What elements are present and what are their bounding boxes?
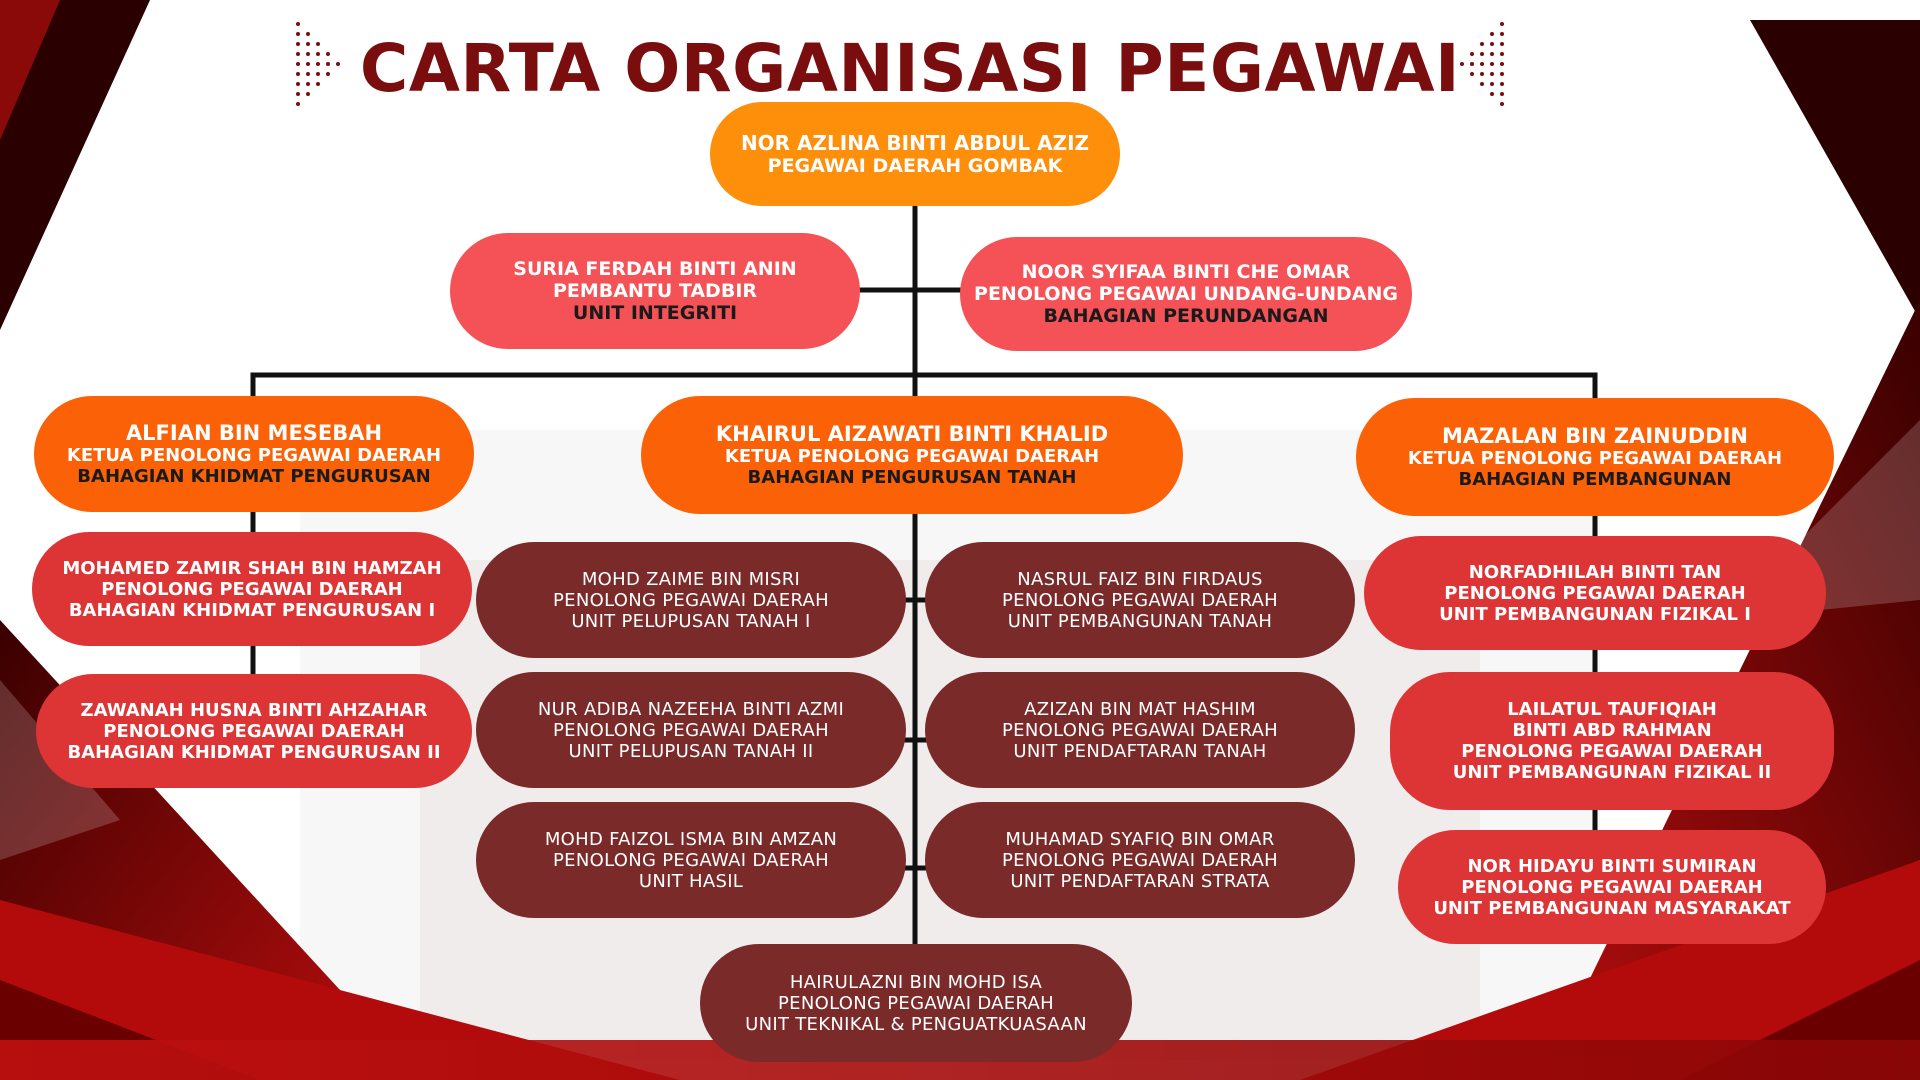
node-name: NUR ADIBA NAZEEHA BINTI AZMI (537, 698, 845, 720)
node-unit: UNIT PELUPUSAN TANAH I (571, 610, 811, 632)
node-unit: UNIT PENDAFTARAN TANAH (1013, 740, 1267, 762)
node-unit-integriti: SURIA FERDAH BINTI ANIN PEMBANTU TADBIR … (450, 233, 860, 349)
node-unit: UNIT PEMBANGUNAN TANAH (1007, 610, 1273, 632)
dots-arrow-right-icon (1460, 22, 1504, 106)
node-name: MOHD ZAIME BIN MISRI (581, 568, 801, 590)
dots-arrow-left-icon (296, 22, 340, 106)
node-name: MAZALAN BIN ZAINUDDIN (1441, 424, 1749, 448)
node-member-pembangunan-fizikal-2: LAILATUL TAUFIQIAH BINTI ABD RAHMAN PENO… (1390, 672, 1834, 810)
node-name: NOR HIDAYU BINTI SUMIRAN (1467, 855, 1757, 877)
node-role: PENOLONG PEGAWAI DAERAH (101, 578, 403, 600)
node-unit: BAHAGIAN PENGURUSAN TANAH (747, 467, 1077, 488)
node-role: KETUA PENOLONG PEGAWAI DAERAH (66, 445, 442, 466)
node-unit: UNIT PENDAFTARAN STRATA (1010, 870, 1270, 892)
node-unit: BAHAGIAN KHIDMAT PENGURUSAN II (67, 741, 441, 763)
node-member-teknikal-penguatkuasaan: HAIRULAZNI BIN MOHD ISA PENOLONG PEGAWAI… (700, 944, 1132, 1062)
node-role: PENOLONG PEGAWAI DAERAH (1002, 849, 1278, 871)
node-unit: UNIT HASIL (638, 870, 744, 892)
node-name: ZAWANAH HUSNA BINTI AHZAHAR (80, 699, 428, 721)
node-role: PENOLONG PEGAWAI DAERAH (1444, 582, 1746, 604)
node-name: NOOR SYIFAA BINTI CHE OMAR (1021, 261, 1351, 283)
node-role: PENOLONG PEGAWAI DAERAH (1002, 589, 1278, 611)
node-unit: UNIT PELUPUSAN TANAH II (568, 740, 814, 762)
node-unit: UNIT PEMBANGUNAN MASYARAKAT (1433, 897, 1791, 919)
node-role: KETUA PENOLONG PEGAWAI DAERAH (724, 446, 1100, 467)
node-name: NASRUL FAIZ BIN FIRDAUS (1017, 568, 1263, 590)
node-name: KHAIRUL AIZAWATI BINTI KHALID (715, 422, 1109, 446)
node-unit: UNIT TEKNIKAL & PENGUATKUASAAN (745, 1013, 1087, 1035)
node-name: SURIA FERDAH BINTI ANIN (513, 258, 797, 280)
node-name: ALFIAN BIN MESEBAH (125, 421, 383, 445)
node-role: PEGAWAI DAERAH GOMBAK (767, 155, 1063, 177)
node-role: PENOLONG PEGAWAI DAERAH (1461, 741, 1763, 762)
node-head-pembangunan: MAZALAN BIN ZAINUDDIN KETUA PENOLONG PEG… (1356, 398, 1834, 516)
node-role: PENOLONG PEGAWAI DAERAH (553, 589, 829, 611)
node-unit: UNIT PEMBANGUNAN FIZIKAL II (1452, 762, 1772, 783)
page-title: CARTA ORGANISASI PEGAWAI (359, 30, 1461, 107)
node-bahagian-perundangan: NOOR SYIFAA BINTI CHE OMAR PENOLONG PEGA… (960, 237, 1412, 351)
node-member-pendaftaran-tanah: AZIZAN BIN MAT HASHIM PENOLONG PEGAWAI D… (925, 672, 1355, 788)
node-member-khidmat-pengurusan-2: ZAWANAH HUSNA BINTI AHZAHAR PENOLONG PEG… (36, 674, 472, 788)
node-member-pelupusan-tanah-2: NUR ADIBA NAZEEHA BINTI AZMI PENOLONG PE… (476, 672, 906, 788)
node-unit: UNIT PEMBANGUNAN FIZIKAL I (1439, 603, 1751, 625)
node-role: PENOLONG PEGAWAI DAERAH (553, 849, 829, 871)
node-head-khidmat-pengurusan: ALFIAN BIN MESEBAH KETUA PENOLONG PEGAWA… (34, 396, 474, 512)
node-member-pelupusan-tanah-1: MOHD ZAIME BIN MISRI PENOLONG PEGAWAI DA… (476, 542, 906, 658)
node-name: AZIZAN BIN MAT HASHIM (1024, 698, 1256, 720)
node-role: PENOLONG PEGAWAI DAERAH (1461, 876, 1763, 898)
node-member-pembangunan-tanah: NASRUL FAIZ BIN FIRDAUS PENOLONG PEGAWAI… (925, 542, 1355, 658)
node-role: PENOLONG PEGAWAI DAERAH (1002, 719, 1278, 741)
node-unit: BAHAGIAN KHIDMAT PENGURUSAN (77, 466, 431, 487)
node-name-cont: BINTI ABD RAHMAN (1512, 720, 1712, 741)
node-role: PENOLONG PEGAWAI DAERAH (778, 992, 1054, 1014)
node-member-khidmat-pengurusan-1: MOHAMED ZAMIR SHAH BIN HAMZAH PENOLONG P… (32, 532, 472, 646)
node-unit: BAHAGIAN KHIDMAT PENGURUSAN I (68, 599, 436, 621)
node-role: PENOLONG PEGAWAI UNDANG-UNDANG (974, 283, 1398, 305)
node-name: NORFADHILAH BINTI TAN (1468, 561, 1722, 583)
node-name: MUHAMAD SYAFIQ BIN OMAR (1005, 828, 1275, 850)
node-role: PENOLONG PEGAWAI DAERAH (553, 719, 829, 741)
node-member-pendaftaran-strata: MUHAMAD SYAFIQ BIN OMAR PENOLONG PEGAWAI… (925, 802, 1355, 918)
node-name: MOHAMED ZAMIR SHAH BIN HAMZAH (62, 557, 442, 579)
node-role: PEMBANTU TADBIR (552, 280, 758, 302)
node-member-pembangunan-masyarakat: NOR HIDAYU BINTI SUMIRAN PENOLONG PEGAWA… (1398, 830, 1826, 944)
node-role: PENOLONG PEGAWAI DAERAH (103, 720, 405, 742)
node-unit: BAHAGIAN PERUNDANGAN (1043, 305, 1329, 327)
node-name: HAIRULAZNI BIN MOHD ISA (789, 971, 1043, 993)
node-role: KETUA PENOLONG PEGAWAI DAERAH (1407, 448, 1783, 469)
node-name: MOHD FAIZOL ISMA BIN AMZAN (544, 828, 838, 850)
node-head-pengurusan-tanah: KHAIRUL AIZAWATI BINTI KHALID KETUA PENO… (641, 396, 1183, 514)
node-name: NOR AZLINA BINTI ABDUL AZIZ (740, 131, 1090, 155)
node-unit: UNIT INTEGRITI (572, 302, 738, 324)
node-name: LAILATUL TAUFIQIAH (1507, 699, 1717, 720)
node-member-hasil: MOHD FAIZOL ISMA BIN AMZAN PENOLONG PEGA… (476, 802, 906, 918)
node-district-officer: NOR AZLINA BINTI ABDUL AZIZ PEGAWAI DAER… (710, 102, 1120, 206)
node-unit: BAHAGIAN PEMBANGUNAN (1458, 469, 1732, 490)
node-member-pembangunan-fizikal-1: NORFADHILAH BINTI TAN PENOLONG PEGAWAI D… (1364, 536, 1826, 650)
